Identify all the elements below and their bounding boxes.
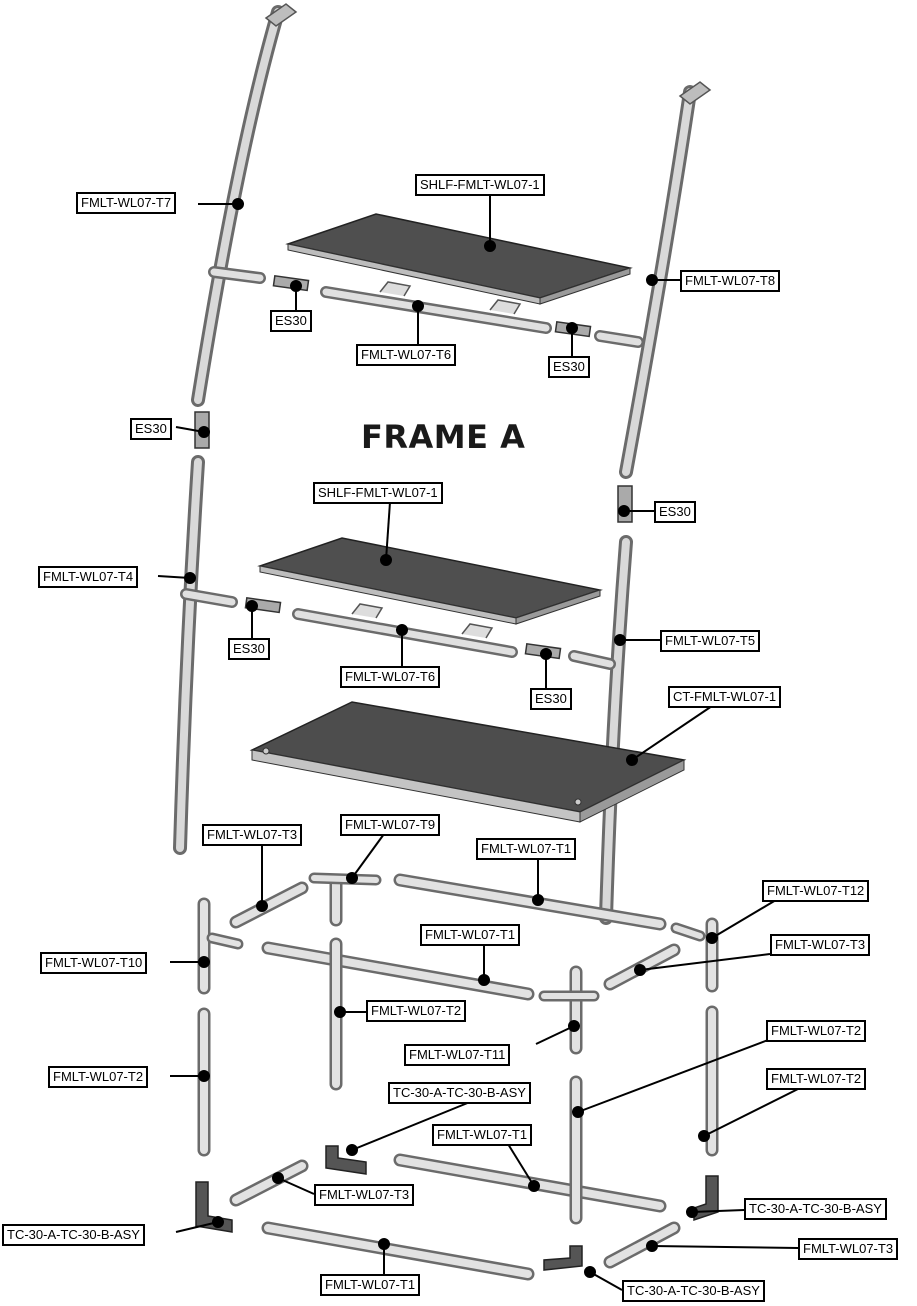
- leader-dot-t3-d: [646, 1240, 658, 1252]
- callout-es30-f: ES30: [530, 688, 572, 710]
- leader-dot-t2-c: [698, 1130, 710, 1142]
- callout-t3-a: FMLT-WL07-T3: [202, 824, 303, 846]
- leader-dot-es30-a: [290, 280, 302, 292]
- callout-t3-c: FMLT-WL07-T3: [314, 1184, 415, 1206]
- leader-dot-t11: [568, 1020, 580, 1032]
- callout-tc-a: TC-30-A-TC-30-B-ASY: [388, 1082, 531, 1104]
- callout-t9: FMLT-WL07-T9: [340, 814, 441, 836]
- callout-t11: FMLT-WL07-T11: [404, 1044, 511, 1066]
- post-fmlt-wl07-t5: [599, 535, 633, 925]
- post-fmlt-wl07-t8: [619, 81, 712, 479]
- shelf-middle: [257, 537, 603, 625]
- callout-t1-c: FMLT-WL07-T1: [432, 1124, 533, 1146]
- leader-lines: [157, 196, 801, 1291]
- leader-dot-shelf-top: [484, 240, 496, 252]
- leader-dot-t2-b: [572, 1106, 584, 1118]
- leader-dot-ct: [626, 754, 638, 766]
- callout-t8: FMLT-WL07-T8: [680, 270, 781, 292]
- callout-es30-d: ES30: [654, 501, 696, 523]
- callout-t6-b: FMLT-WL07-T6: [340, 666, 441, 688]
- callout-t2-b: FMLT-WL07-T2: [766, 1020, 867, 1042]
- leader-dot-t4: [184, 572, 196, 584]
- callout-t6-a: FMLT-WL07-T6: [356, 344, 457, 366]
- leader-t11: [535, 1025, 575, 1045]
- leader-dot-es30-b: [566, 322, 578, 334]
- leader-dot-t12: [706, 932, 718, 944]
- leader-tc-c: [175, 1221, 219, 1233]
- leader-t12: [711, 899, 777, 939]
- leader-dot-t2-d: [198, 1070, 210, 1082]
- leader-dot-t1-c: [528, 1180, 540, 1192]
- callout-t2-d: FMLT-WL07-T2: [48, 1066, 149, 1088]
- leader-dot-t10: [198, 956, 210, 968]
- leader-tc-b: [691, 1209, 745, 1213]
- leader-dot-t3-c: [272, 1172, 284, 1184]
- leader-dot-t1-d: [378, 1238, 390, 1250]
- leader-t1-c: [507, 1143, 535, 1187]
- leader-t2-c: [703, 1087, 801, 1137]
- callout-es30-c: ES30: [130, 418, 172, 440]
- callout-t1-d: FMLT-WL07-T1: [320, 1274, 421, 1296]
- leader-dot-es30-c: [198, 426, 210, 438]
- leader-shelf-mid: [385, 501, 391, 561]
- base-frame: [195, 872, 719, 1281]
- leader-dot-t7: [232, 198, 244, 210]
- leader-dot-t2-a: [334, 1006, 346, 1018]
- leader-dot-t8: [646, 274, 658, 286]
- leader-dot-es30-e: [246, 600, 258, 612]
- leader-t9: [351, 833, 385, 879]
- leader-dot-t3-b: [634, 964, 646, 976]
- leader-dot-t1-b: [478, 974, 490, 986]
- leader-dot-t6-a: [412, 300, 424, 312]
- leader-t3-b: [639, 953, 771, 971]
- callout-tc-b: TC-30-A-TC-30-B-ASY: [744, 1198, 887, 1220]
- leader-t3-c: [277, 1177, 315, 1195]
- leader-dot-tc-d: [584, 1266, 596, 1278]
- leader-dot-t9: [346, 872, 358, 884]
- leader-dot-t6-b: [396, 624, 408, 636]
- leader-dot-t3-a: [256, 900, 268, 912]
- callout-tc-d: TC-30-A-TC-30-B-ASY: [622, 1280, 765, 1302]
- callout-t3-b: FMLT-WL07-T3: [770, 934, 871, 956]
- callout-shelf-top: SHLF-FMLT-WL07-1: [415, 174, 545, 196]
- frame-title: FRAME A: [361, 418, 526, 456]
- post-fmlt-wl07-t4: [173, 455, 205, 855]
- callout-es30-b: ES30: [548, 356, 590, 378]
- leader-ct: [631, 705, 713, 761]
- callout-t7: FMLT-WL07-T7: [76, 192, 177, 214]
- callout-ct: CT-FMLT-WL07-1: [668, 686, 782, 708]
- post-fmlt-wl07-t7: [191, 3, 298, 407]
- leader-dot-t1-a: [532, 894, 544, 906]
- leader-dot-shelf-mid: [380, 554, 392, 566]
- leader-dot-tc-a: [346, 1144, 358, 1156]
- callout-es30-a: ES30: [270, 310, 312, 332]
- callout-t5: FMLT-WL07-T5: [660, 630, 761, 652]
- callout-t2-a: FMLT-WL07-T2: [366, 1000, 467, 1022]
- leader-dot-es30-f: [540, 648, 552, 660]
- callout-t1-a: FMLT-WL07-T1: [476, 838, 577, 860]
- callout-t3-d: FMLT-WL07-T3: [798, 1238, 899, 1260]
- callout-tc-c: TC-30-A-TC-30-B-ASY: [2, 1224, 145, 1246]
- leader-tc-d: [589, 1271, 623, 1291]
- leader-dot-tc-b: [686, 1206, 698, 1218]
- callout-t12: FMLT-WL07-T12: [762, 880, 870, 902]
- leader-tc-a: [351, 1101, 471, 1151]
- counter-top: [249, 701, 687, 823]
- shelf-top: [285, 213, 633, 305]
- callout-es30-e: ES30: [228, 638, 270, 660]
- leader-dot-tc-c: [212, 1216, 224, 1228]
- leader-t3-d: [651, 1245, 799, 1249]
- callout-t10: FMLT-WL07-T10: [40, 952, 148, 974]
- callout-t1-b: FMLT-WL07-T1: [420, 924, 521, 946]
- leader-dot-es30-d: [618, 505, 630, 517]
- leader-t2-b: [577, 1039, 769, 1113]
- leader-dot-t5: [614, 634, 626, 646]
- callout-shelf-mid: SHLF-FMLT-WL07-1: [313, 482, 443, 504]
- callout-t2-c: FMLT-WL07-T2: [766, 1068, 867, 1090]
- callout-t4: FMLT-WL07-T4: [38, 566, 139, 588]
